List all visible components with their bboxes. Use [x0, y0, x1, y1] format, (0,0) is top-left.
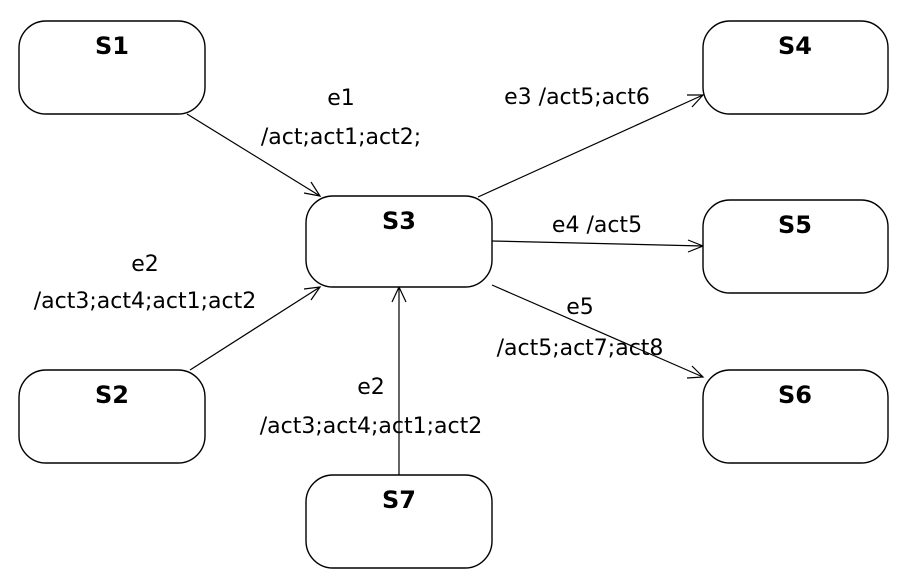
state-s6[interactable]: S6: [702, 369, 889, 464]
state-s1[interactable]: S1: [18, 20, 206, 115]
state-box: [18, 369, 206, 464]
edge-label-event: e2: [357, 375, 385, 400]
arrow-head: [687, 94, 705, 108]
edge-label-actions: /act3;act4;act1;act2: [34, 289, 256, 314]
state-box: [305, 474, 493, 569]
state-s5[interactable]: S5: [702, 199, 889, 294]
edge-line: [186, 113, 321, 197]
arrow-head: [686, 365, 705, 379]
transition-s3-s5: [491, 239, 705, 253]
edge-label-actions: /act;act1;act2;: [261, 125, 421, 150]
edge-line: [477, 94, 704, 198]
edge-label-event: e1: [327, 86, 355, 111]
edge-line: [491, 284, 704, 378]
edge-label-event: e5: [566, 295, 594, 320]
transition-s3-s4: [477, 94, 705, 198]
state-box: [702, 369, 889, 464]
arrow-head: [303, 286, 322, 301]
transition-s7-s3: [391, 285, 407, 475]
state-name: S2: [95, 381, 129, 409]
edge-label: e4 /act5: [552, 213, 642, 238]
state-box: [702, 20, 889, 115]
edge-label-actions: /act3;act4;act1;act2: [260, 414, 482, 439]
transition-s1-s3: [186, 113, 322, 197]
state-s2[interactable]: S2: [18, 369, 206, 464]
state-name: S7: [382, 486, 416, 514]
state-box: [18, 20, 206, 115]
state-box: [702, 199, 889, 294]
state-name: S6: [778, 381, 812, 409]
state-name: S1: [95, 32, 129, 60]
state-name: S4: [778, 32, 812, 60]
edge-label-actions: /act5;act7;act8: [497, 336, 664, 361]
edge-line: [189, 286, 321, 371]
state-name: S5: [778, 211, 812, 239]
state-name: S3: [382, 207, 416, 235]
edge-line: [491, 240, 704, 247]
edge-label-event: e2: [131, 252, 159, 277]
state-box: [305, 195, 493, 288]
state-s7[interactable]: S7: [305, 474, 493, 569]
arrow-head: [303, 181, 322, 197]
transition-s2-s3: [189, 286, 322, 371]
state-s3[interactable]: S3: [305, 195, 493, 288]
transition-s3-s6: [491, 284, 705, 379]
state-s4[interactable]: S4: [702, 20, 889, 115]
edge-label: e3 /act5;act6: [504, 85, 650, 110]
